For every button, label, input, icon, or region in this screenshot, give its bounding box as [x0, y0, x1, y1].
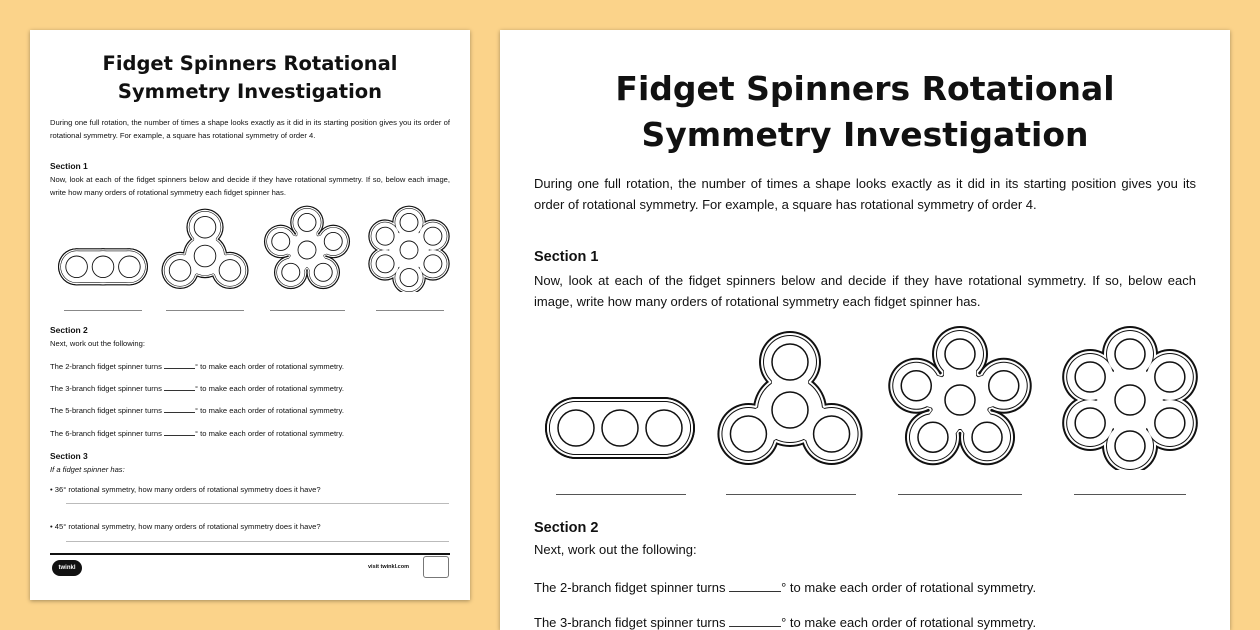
quality-badge-icon — [423, 556, 449, 578]
question-text: The 3-branch fidget spinner turns — [534, 615, 726, 630]
section-2-instructions: Next, work out the following: — [534, 542, 697, 557]
question-text: The 2-branch fidget spinner turns — [50, 362, 162, 371]
answer-line[interactable] — [1074, 494, 1186, 495]
question-row: The 6-branch fidget spinner turns ° to m… — [50, 428, 344, 439]
section-1-heading: Section 1 — [534, 249, 599, 265]
title-line-2: Symmetry Investigation — [641, 115, 1089, 154]
section-1-heading: Section 1 — [50, 161, 88, 171]
question-row: The 2-branch fidget spinner turns ° to m… — [534, 579, 1036, 596]
question-text: ° to make each order of rotational symme… — [195, 406, 344, 415]
question-row: The 5-branch fidget spinner turns ° to m… — [50, 405, 344, 416]
twinkl-logo: twinkl — [52, 560, 82, 576]
intro-text: During one full rotation, the number of … — [50, 118, 450, 140]
fidget-spinner-6-branch — [1062, 326, 1198, 470]
worksheet-title: Fidget Spinners Rotational Symmetry Inve… — [500, 66, 1230, 158]
answer-line[interactable] — [376, 310, 444, 311]
answer-blank[interactable] — [164, 405, 195, 413]
fidget-spinner-2-branch — [545, 397, 695, 459]
question-row: The 2-branch fidget spinner turns ° to m… — [50, 361, 344, 372]
question-36: • 36° rotational symmetry, how many orde… — [50, 485, 321, 494]
footer-rule — [50, 553, 450, 555]
question-text: The 6-branch fidget spinner turns — [50, 429, 162, 438]
answer-line[interactable] — [270, 310, 345, 311]
question-text: ° to make each order of rotational symme… — [195, 429, 344, 438]
fidget-spinner-3-branch — [161, 208, 249, 289]
section-1-instructions: Now, look at each of the fidget spinners… — [50, 175, 450, 197]
answer-blank[interactable] — [164, 428, 195, 436]
question-row: The 3-branch fidget spinner turns ° to m… — [534, 614, 1036, 630]
title-line-1: Fidget Spinners Rotational — [615, 69, 1115, 108]
answer-line[interactable] — [726, 494, 856, 495]
answer-line[interactable] — [66, 503, 449, 504]
question-text: ° to make each order of rotational symme… — [195, 384, 344, 393]
answer-line[interactable] — [64, 310, 142, 311]
section-3-heading: Section 3 — [50, 451, 88, 461]
fidget-spinner-images — [545, 326, 1198, 470]
answer-blank[interactable] — [729, 614, 782, 627]
answer-line[interactable] — [556, 494, 686, 495]
fidget-spinner-6-branch — [368, 205, 450, 292]
fidget-spinner-5-branch — [263, 205, 351, 290]
answer-blank[interactable] — [164, 383, 195, 391]
section-2-heading: Section 2 — [50, 325, 88, 335]
answer-line[interactable] — [166, 310, 244, 311]
answer-line[interactable] — [898, 494, 1022, 495]
title-line-1: Fidget Spinners Rotational — [102, 52, 398, 75]
worksheet-title: Fidget Spinners Rotational Symmetry Inve… — [30, 50, 470, 106]
question-text: The 3-branch fidget spinner turns — [50, 384, 162, 393]
worksheet-thumbnail[interactable]: Fidget Spinners Rotational Symmetry Inve… — [30, 30, 470, 600]
question-text: The 5-branch fidget spinner turns — [50, 406, 162, 415]
question-text: The 2-branch fidget spinner turns — [534, 580, 726, 595]
question-text: ° to make each order of rotational symme… — [781, 580, 1037, 595]
intro-text: During one full rotation, the number of … — [534, 176, 1196, 212]
answer-blank[interactable] — [729, 579, 782, 592]
section-1-instructions: Now, look at each of the fidget spinners… — [534, 273, 1196, 309]
section-3-instructions: If a fidget spinner has: — [50, 465, 125, 474]
fidget-spinner-images — [58, 205, 450, 292]
fidget-spinner-2-branch — [58, 248, 148, 286]
fidget-spinner-5-branch — [888, 326, 1032, 466]
worksheet-preview: Fidget Spinners Rotational Symmetry Inve… — [500, 30, 1230, 630]
answer-blank[interactable] — [164, 361, 195, 369]
fidget-spinner-3-branch — [717, 331, 863, 465]
question-text: ° to make each order of rotational symme… — [781, 615, 1037, 630]
section-2-heading: Section 2 — [534, 520, 599, 536]
answer-line[interactable] — [66, 541, 449, 542]
title-line-2: Symmetry Investigation — [117, 80, 383, 103]
footer-site: visit twinkl.com — [368, 564, 409, 570]
question-text: ° to make each order of rotational symme… — [195, 362, 344, 371]
question-row: The 3-branch fidget spinner turns ° to m… — [50, 383, 344, 394]
section-2-instructions: Next, work out the following: — [50, 339, 145, 348]
question-45: • 45° rotational symmetry, how many orde… — [50, 522, 321, 531]
